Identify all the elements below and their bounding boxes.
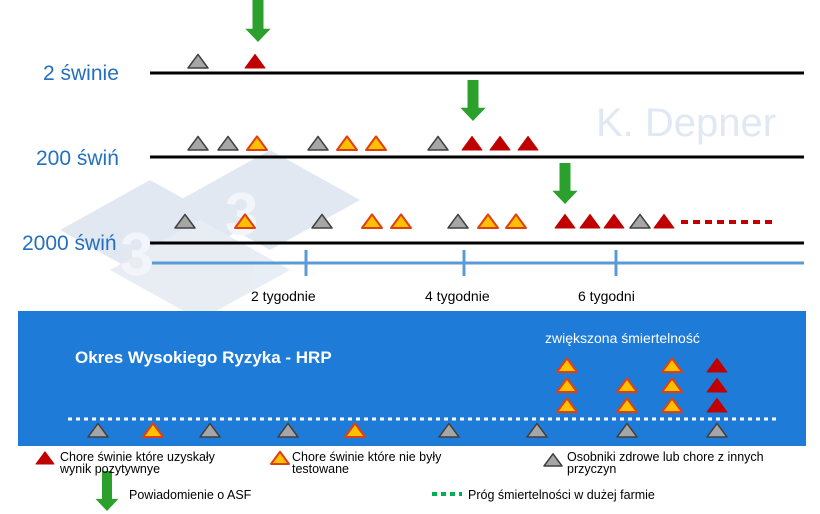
mortality-column-triangle: [661, 397, 683, 413]
herd-2-pig-triangle: [187, 53, 209, 69]
herd-label-200: 200 świń: [36, 147, 119, 170]
legend-dotted-label: Próg śmiertelności w dużej farmie: [468, 488, 655, 502]
herd-200-pig-triangle: [489, 135, 511, 151]
hrp-pig-triangle: [344, 422, 366, 438]
herd-2000-pig-triangle: [554, 213, 576, 229]
herd-200-pig-triangle: [307, 135, 329, 151]
hrp-band: [18, 311, 806, 446]
herd-200-pig-triangle: [365, 135, 387, 151]
legend-grey-label-line1: Osobniki zdrowe lub chore z innych: [567, 450, 764, 464]
herd-2000-pig-triangle: [505, 213, 527, 229]
mortality-column-triangle: [616, 377, 638, 393]
herd-2000-pig-triangle: [390, 213, 412, 229]
herd-label-2000: 2000 świń: [22, 232, 117, 255]
legend-red-label-line1: Chore świnie które uzyskały: [60, 450, 216, 464]
herd-2000-pig-triangle: [447, 213, 469, 229]
svg-text:3: 3: [120, 221, 153, 288]
herd-2000-pig-triangle: [477, 213, 499, 229]
mortality-column-triangle: [661, 357, 683, 373]
herd-200-pig-triangle: [246, 135, 268, 151]
herd-2000-pig-triangle: [174, 213, 196, 229]
herd-2000-pig-triangle: [629, 213, 651, 229]
mortality-column-triangle: [556, 357, 578, 373]
symbol-layer: [35, 0, 776, 511]
mortality-label: zwiększona śmiertelność: [545, 330, 700, 346]
herd-200-pig-triangle: [187, 135, 209, 151]
svg-text:3: 3: [225, 181, 258, 248]
herd-2000-pig-triangle: [579, 213, 601, 229]
herd-2000-pig-triangle: [603, 213, 625, 229]
herd-200-pig-triangle: [517, 135, 539, 151]
hrp-pig-triangle: [438, 422, 460, 438]
mortality-column-triangle: [661, 377, 683, 393]
hrp-pig-triangle: [277, 422, 299, 438]
herd-200-pig-triangle: [461, 135, 483, 151]
herd-200-pig-triangle: [427, 135, 449, 151]
hrp-pig-triangle: [616, 422, 638, 438]
herd-200-asf-arrow: [460, 80, 486, 121]
mortality-column-triangle: [706, 377, 728, 393]
legend-arrow-label: Powiadomienie o ASF: [129, 488, 252, 502]
hrp-pig-triangle: [142, 422, 164, 438]
herd-2000-pig-triangle: [234, 213, 256, 229]
mortality-column-triangle: [556, 377, 578, 393]
watermark-text: K. Depner: [596, 101, 776, 145]
mortality-column-triangle: [706, 397, 728, 413]
mortality-column-triangle: [706, 357, 728, 373]
herd-2-pig-triangle: [244, 53, 266, 69]
legend-asf-arrow: [95, 471, 119, 511]
legend-orange-triangle: [270, 450, 290, 465]
legend-red-label-line2: wynik pozytywnye: [59, 462, 160, 476]
legend-grey-label-line2: przyczyn: [567, 462, 616, 476]
legend-orange-label-line1: Chore świnie które nie były: [292, 450, 442, 464]
tick-label-6-weeks: 6 tygodni: [578, 288, 635, 304]
mortality-column-triangle: [556, 397, 578, 413]
herd-200-pig-triangle: [217, 135, 239, 151]
herd-2000-pig-triangle: [311, 213, 333, 229]
mortality-column-triangle: [616, 397, 638, 413]
hrp-pig-triangle: [706, 422, 728, 438]
herd-2000-asf-arrow: [552, 163, 578, 204]
tick-label-2-weeks: 2 tygodnie: [251, 288, 316, 304]
legend-grey-triangle: [543, 453, 563, 467]
herd-2000-pig-triangle: [361, 213, 383, 229]
herd-label-2: 2 świnie: [43, 62, 119, 85]
tick-label-4-weeks: 4 tygodnie: [425, 288, 490, 304]
hrp-title: Okres Wysokiego Ryzyka - HRP: [75, 348, 332, 367]
hrp-pig-triangle: [87, 422, 109, 438]
legend-red-triangle: [35, 451, 55, 465]
herd-200-pig-triangle: [336, 135, 358, 151]
herd-2-asf-arrow: [245, 0, 271, 42]
herd-2000-pig-triangle: [653, 213, 675, 229]
hrp-pig-triangle: [526, 422, 548, 438]
hrp-pig-triangle: [199, 422, 221, 438]
legend-orange-label-line2: testowane: [292, 462, 349, 476]
